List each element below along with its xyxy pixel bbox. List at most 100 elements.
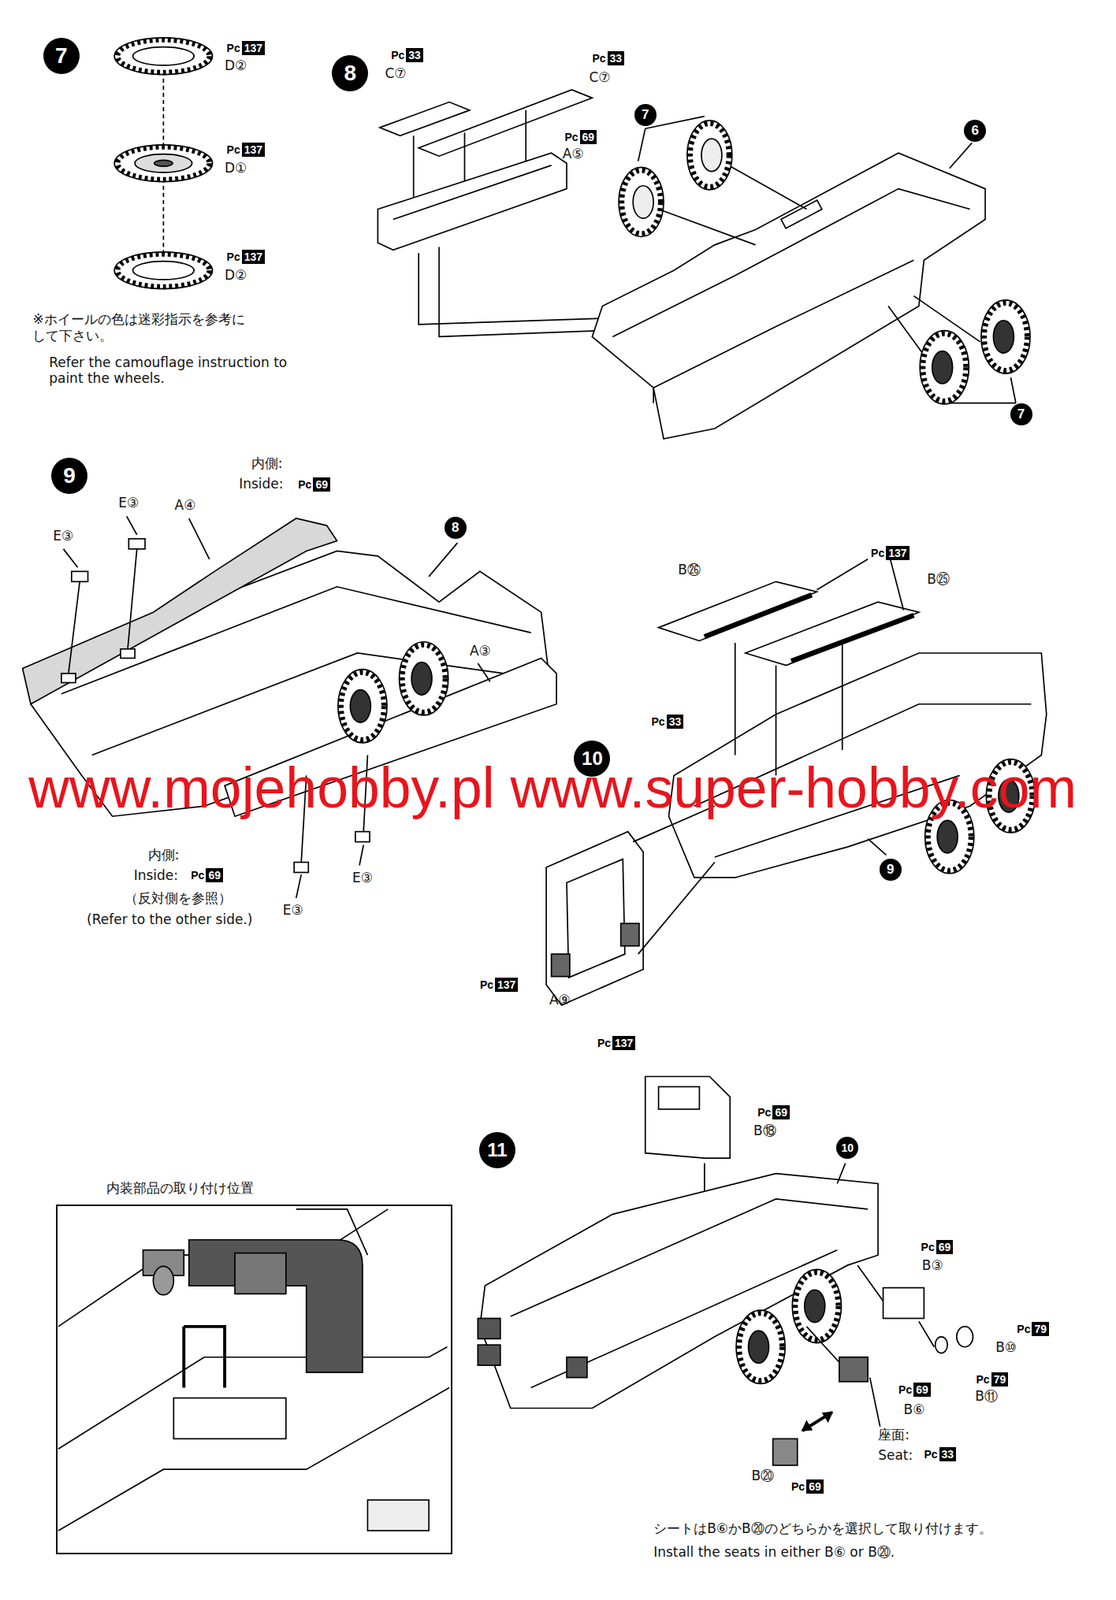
- paint-prefix: Pc: [1016, 1323, 1031, 1336]
- part-label: (Refer to the other side.): [86, 911, 253, 928]
- line-art: [837, 1164, 845, 1185]
- paint-prefix: Pc: [898, 1383, 912, 1397]
- paint-prefix: Pc: [226, 41, 241, 55]
- part-label: Refer the camouflage instruction to pain…: [48, 354, 305, 387]
- paint-prefix: Pc: [479, 978, 494, 992]
- paint-code: Pc69: [297, 477, 331, 492]
- line-art: [621, 923, 640, 946]
- line-art: [802, 1421, 812, 1432]
- paint-prefix: Pc: [651, 715, 666, 729]
- paint-number: 137: [241, 142, 265, 157]
- paint-number: 69: [205, 868, 224, 883]
- line-art: [338, 669, 387, 744]
- part-label: Install the seats in either B⑥ or B⑳.: [653, 1544, 895, 1561]
- line-art: [68, 581, 80, 674]
- paint-code: Pc79: [1016, 1322, 1050, 1337]
- step-digit: 8: [451, 520, 459, 536]
- line-art: [401, 645, 445, 713]
- paint-code: Pc33: [651, 714, 685, 730]
- paint-code: Pc33: [923, 1447, 957, 1462]
- line-art: [725, 163, 808, 209]
- line-art: [653, 260, 914, 388]
- line-art: [566, 859, 625, 979]
- part-label: Inside:: [133, 867, 179, 884]
- line-art: [618, 167, 664, 237]
- paint-prefix: Pc: [564, 130, 578, 144]
- line-art: [795, 1272, 838, 1340]
- line-art: [189, 1240, 363, 1373]
- line-art: [134, 154, 193, 173]
- line-art: [566, 1357, 588, 1379]
- paint-number: 69: [913, 1383, 931, 1398]
- subassembly-ref: 8: [444, 517, 467, 540]
- line-art: [981, 300, 1031, 374]
- paint-code: Pc69: [190, 868, 224, 883]
- part-label: E③: [352, 870, 373, 886]
- paint-code: Pc69: [921, 1240, 954, 1255]
- line-art: [359, 844, 364, 866]
- line-art: [367, 1500, 429, 1532]
- line-art: [531, 1250, 838, 1389]
- line-art: [806, 1327, 839, 1363]
- paint-code: Pc137: [226, 40, 265, 56]
- part-label: C⑦: [384, 65, 406, 82]
- line-art: [234, 1253, 287, 1295]
- line-art: [183, 1327, 225, 1389]
- part-label: ※ホイールの色は迷彩指示を参考にして下さい。: [32, 311, 253, 344]
- paint-number: 137: [241, 249, 265, 265]
- paint-code: Pc69: [564, 130, 597, 145]
- line-art: [341, 673, 384, 741]
- step-digit: 7: [55, 43, 68, 69]
- line-art: [748, 1331, 770, 1364]
- part-label: B⑱: [753, 1123, 777, 1139]
- line-art: [128, 539, 146, 550]
- line-art: [377, 152, 567, 250]
- line-art: [114, 252, 213, 290]
- line-art: [632, 186, 654, 219]
- paint-code: Pc137: [597, 1036, 636, 1051]
- paint-number: 79: [1031, 1322, 1050, 1337]
- step-number: 7: [43, 37, 80, 75]
- step-digit: 7: [641, 107, 649, 123]
- paint-number: 79: [991, 1372, 1009, 1388]
- line-art: [173, 1398, 286, 1440]
- paint-number: 137: [612, 1036, 636, 1051]
- hull-step-11: [477, 1077, 973, 1467]
- line-art: [816, 559, 868, 591]
- paint-number: 69: [312, 477, 331, 492]
- inset-frame: 内装部品の取り付け位置: [55, 1205, 453, 1555]
- part-label: E③: [118, 494, 139, 511]
- line-art: [658, 1086, 700, 1109]
- part-label: A④: [174, 497, 197, 514]
- line-art: [114, 145, 213, 183]
- paint-number: 69: [806, 1480, 824, 1495]
- paint-prefix: Pc: [390, 48, 405, 62]
- step-digit: 11: [487, 1139, 507, 1162]
- line-art: [773, 1439, 798, 1466]
- paint-code: Pc69: [791, 1480, 824, 1495]
- step-digit: 9: [63, 463, 76, 489]
- paint-prefix: Pc: [870, 546, 885, 560]
- line-art: [551, 954, 570, 977]
- subassembly-ref: 7: [634, 104, 657, 127]
- part-label: シートはB⑥かB⑳のどちらかを選択して取り付けます。: [653, 1521, 993, 1537]
- subassembly-ref: 6: [963, 119, 986, 142]
- paint-code: Pc33: [390, 48, 424, 63]
- line-art: [127, 549, 138, 650]
- part-label: E③: [282, 902, 304, 919]
- chassis-step-8: [377, 89, 1016, 439]
- line-art: [956, 1327, 974, 1348]
- paint-prefix: Pc: [757, 1106, 771, 1120]
- paint-number: 33: [666, 714, 685, 730]
- line-art: [658, 209, 756, 246]
- line-art: [690, 123, 730, 187]
- line-art: [658, 581, 818, 641]
- line-art: [399, 642, 449, 716]
- line-art: [949, 142, 972, 168]
- step-number: 11: [479, 1132, 516, 1169]
- paint-number: 33: [607, 51, 625, 66]
- paint-number: 69: [580, 130, 598, 145]
- paint-prefix: Pc: [226, 143, 241, 157]
- tire-stack: [114, 37, 213, 290]
